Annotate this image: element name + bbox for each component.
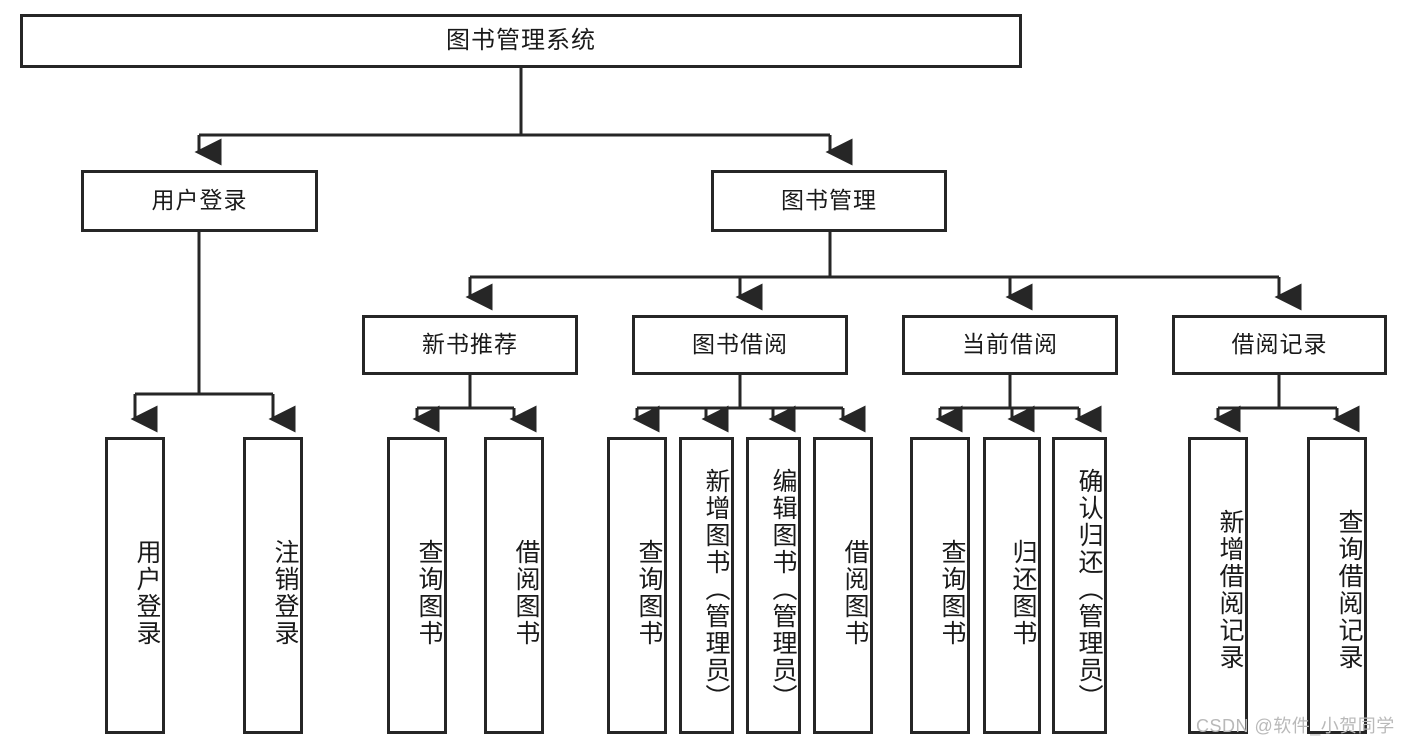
node-label: 图书借阅: [692, 331, 788, 358]
node-book-management[interactable]: 图书管理: [711, 170, 947, 232]
leaf-query-books-current[interactable]: 查询图书: [910, 437, 970, 734]
leaf-user-login[interactable]: 用户登录: [105, 437, 165, 734]
node-label: 查询图书: [938, 538, 966, 647]
node-label: 图书管理: [781, 187, 877, 214]
node-label: 新书推荐: [422, 331, 518, 358]
node-label: 查询借阅记录: [1335, 508, 1363, 671]
leaf-query-borrow-record[interactable]: 查询借阅记录: [1307, 437, 1367, 734]
node-label: 查询图书: [635, 538, 663, 647]
node-label: 新增借阅记录: [1216, 508, 1244, 671]
leaf-borrow-books-recommend[interactable]: 借阅图书: [484, 437, 544, 734]
csdn-watermark: CSDN @软件_小贺同学: [1196, 716, 1395, 736]
node-label: 归还图书: [1009, 538, 1037, 647]
node-label: 注销登录: [271, 538, 299, 647]
node-borrow-record[interactable]: 借阅记录: [1172, 315, 1387, 375]
node-book-borrow[interactable]: 图书借阅: [632, 315, 848, 375]
leaf-edit-book-admin[interactable]: 编辑图书（管理员）: [746, 437, 801, 734]
node-label: 图书管理系统: [446, 26, 596, 54]
node-label: 当前借阅: [962, 331, 1058, 358]
node-user-login[interactable]: 用户登录: [81, 170, 318, 232]
node-label: 用户登录: [151, 187, 248, 214]
node-label: 查询图书: [415, 538, 443, 647]
node-label: 借阅图书: [841, 538, 869, 647]
leaf-query-books-borrow[interactable]: 查询图书: [607, 437, 667, 734]
leaf-return-books[interactable]: 归还图书: [983, 437, 1041, 734]
leaf-add-borrow-record[interactable]: 新增借阅记录: [1188, 437, 1248, 734]
node-label: 编辑图书（管理员）: [769, 468, 797, 711]
node-root-system[interactable]: 图书管理系统: [20, 14, 1022, 68]
node-label: 新增图书（管理员）: [702, 468, 730, 711]
leaf-borrow-books[interactable]: 借阅图书: [813, 437, 873, 734]
node-label: 用户登录: [133, 538, 161, 647]
leaf-query-books-recommend[interactable]: 查询图书: [387, 437, 447, 734]
node-new-book-recommend[interactable]: 新书推荐: [362, 315, 578, 375]
node-label: 确认归还（管理员）: [1075, 468, 1103, 711]
node-label: 借阅图书: [512, 538, 540, 647]
leaf-add-book-admin[interactable]: 新增图书（管理员）: [679, 437, 734, 734]
node-label: 借阅记录: [1231, 331, 1328, 358]
leaf-confirm-return-admin[interactable]: 确认归还（管理员）: [1052, 437, 1107, 734]
leaf-logout[interactable]: 注销登录: [243, 437, 303, 734]
node-current-borrow[interactable]: 当前借阅: [902, 315, 1118, 375]
